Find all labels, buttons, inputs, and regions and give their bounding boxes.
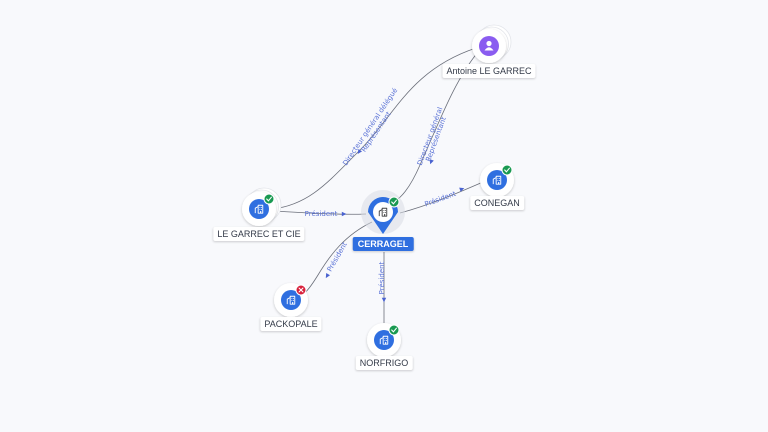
person-icon	[484, 40, 494, 51]
edge-label: Président	[305, 210, 338, 218]
edge-cerragel-packopale[interactable]: Président	[302, 221, 373, 295]
node-disc[interactable]	[374, 330, 394, 350]
status-active-icon	[501, 164, 513, 176]
edge-label: Président	[378, 261, 386, 294]
edge-legarrec-cerragel[interactable]: Président	[272, 210, 367, 218]
edge-line[interactable]	[399, 181, 484, 214]
node-conegan[interactable]	[480, 163, 514, 197]
node-label-antoine[interactable]: Antoine LE GARREC	[442, 64, 536, 78]
node-label-legarrec[interactable]: LE GARREC ET CIE	[213, 227, 305, 241]
node-pin-center	[373, 202, 393, 222]
edge-arrow-icon	[325, 272, 331, 279]
edge-label: Président	[424, 190, 458, 209]
status-active-icon	[388, 196, 400, 208]
node-legarrec[interactable]	[242, 187, 282, 226]
edge-arrow-icon	[459, 187, 465, 192]
edge-line[interactable]	[271, 47, 477, 210]
edge-label: Directeur général délégué	[341, 87, 399, 168]
node-disc[interactable]	[249, 199, 269, 219]
status-active-icon	[263, 193, 275, 205]
node-cerragel[interactable]	[361, 190, 405, 234]
edge-arrow-icon	[357, 148, 363, 154]
node-norfrigo[interactable]	[367, 323, 401, 357]
edge-label: Président	[326, 241, 349, 273]
node-disc[interactable]	[281, 290, 301, 310]
edge-arrow-icon	[341, 211, 347, 217]
edge-cerragel-norfrigo[interactable]: Président	[378, 252, 387, 327]
node-label-conegan[interactable]: CONEGAN	[470, 196, 524, 210]
node-disc[interactable]	[487, 170, 507, 190]
edge-arrow-icon	[381, 297, 387, 303]
node-label-cerragel[interactable]: CERRAGEL	[352, 237, 414, 251]
node-packopale[interactable]	[274, 283, 308, 317]
status-closed-icon	[295, 284, 307, 296]
edge-arrow-icon	[429, 159, 434, 165]
node-label-norfrigo[interactable]: NORFRIGO	[355, 356, 413, 370]
node-label-packopale[interactable]: PACKOPALE	[260, 317, 322, 331]
status-active-icon	[388, 324, 400, 336]
edge-line[interactable]	[272, 210, 367, 215]
node-antoine[interactable]	[472, 24, 512, 63]
